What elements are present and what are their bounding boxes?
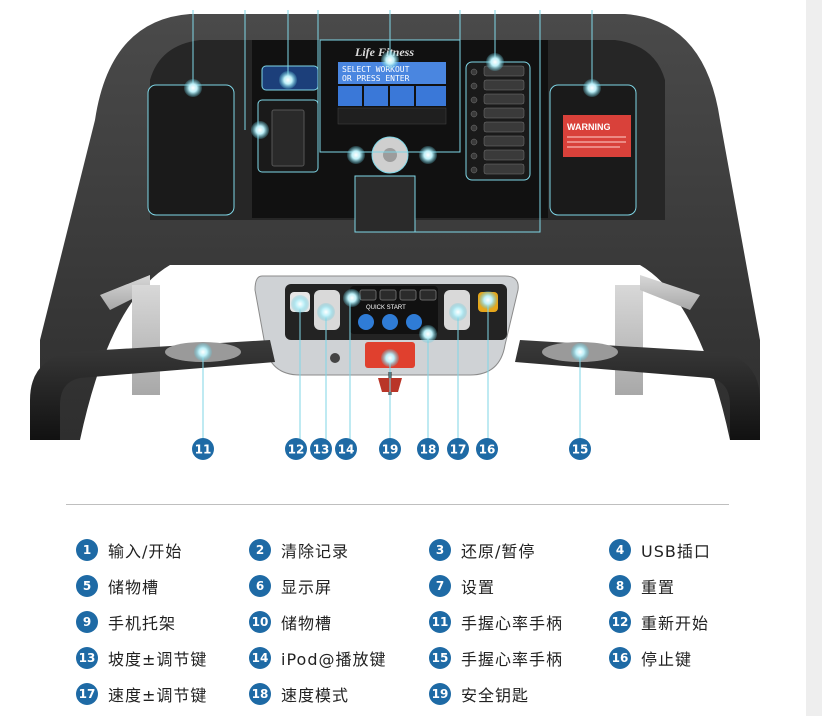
page-edge-strip [806,0,822,716]
legend-number-badge: 9 [76,611,98,633]
legend-number-badge: 10 [249,611,271,633]
callout-badge-11: 11 [192,438,214,460]
callout-badge-16: 16 [476,438,498,460]
handlebar-right [515,340,760,440]
legend-number-badge: 8 [609,575,631,597]
legend-item-17: 17 速度±调节键 [76,680,249,708]
legend-number-badge: 6 [249,575,271,597]
legend-label: 储物槽 [281,614,333,633]
svg-text:14: 14 [338,443,355,457]
bottom-callout-badges: 11 12 13 14 19 18 17 16 15 [192,438,591,460]
callout-glow-dots [184,51,601,367]
lcd-line-2: OR PRESS ENTER [342,74,410,83]
quick-start-label: QUICK START [366,305,406,311]
legend-label: 停止键 [641,650,693,669]
legend-label: iPod@播放键 [281,650,387,669]
callout-badge-18: 18 [417,438,439,460]
legend-item-1: 1 输入/开始 [76,536,249,564]
svg-text:11: 11 [195,443,212,457]
legend-number-badge: 11 [429,611,451,633]
legend-number-badge: 4 [609,539,631,561]
svg-text:19: 19 [382,443,399,457]
legend-label: 设置 [461,578,496,597]
legend-item-4: 4 USB插口 [609,536,749,564]
legend-label: USB插口 [641,542,711,561]
callout-badge-12: 12 [285,438,307,460]
legend-label: 输入/开始 [108,542,183,561]
legend-label: 手握心率手柄 [461,614,564,633]
legend-item-10: 10 储物槽 [249,608,429,636]
legend-item-6: 6 显示屏 [249,572,429,600]
lcd-line-1: SELECT WORKOUT [342,65,410,74]
legend-item-2: 2 清除记录 [249,536,429,564]
storage-slot-left [147,84,235,216]
legend-item-18: 18 速度模式 [249,680,429,708]
legend-item-16: 16 停止键 [609,644,749,672]
legend-number-badge: 19 [429,683,451,705]
svg-text:18: 18 [420,443,437,457]
svg-text:17: 17 [450,443,467,457]
legend-item-14: 14 iPod@播放键 [249,644,429,672]
legend-label: 速度±调节键 [108,686,208,705]
svg-text:16: 16 [479,443,496,457]
legend-item-13: 13 坡度±调节键 [76,644,249,672]
legend-number-badge: 14 [249,647,271,669]
legend-label: 安全钥匙 [461,686,530,705]
legend-label: 显示屏 [281,578,333,597]
handlebar-left [30,340,275,440]
legend-number-badge: 7 [429,575,451,597]
legend-label: 重置 [641,578,676,597]
legend-label: 重新开始 [641,614,710,633]
svg-text:13: 13 [313,443,330,457]
legend-number-badge: 18 [249,683,271,705]
section-divider [66,504,729,505]
legend-label: 手机托架 [108,614,177,633]
legend-number-badge: 3 [429,539,451,561]
legend-number-badge: 15 [429,647,451,669]
warning-label: WARNING [567,122,611,132]
lcd-screen [338,62,446,84]
legend-label: 手握心率手柄 [461,650,564,669]
storage-slot-center [354,175,416,233]
legend-number-badge: 13 [76,647,98,669]
legend-label: 储物槽 [108,578,160,597]
program-buttons [470,65,525,175]
legend-item-11: 11 手握心率手柄 [429,608,609,636]
legend-item-19: 19 安全钥匙 [429,680,609,708]
callout-badge-13: 13 [310,438,332,460]
brand-logo: Life Fitness [354,45,414,59]
legend-item-15: 15 手握心率手柄 [429,644,609,672]
legend-item-12: 12 重新开始 [609,608,749,636]
program-panel [465,61,531,181]
legend-number-badge: 1 [76,539,98,561]
legend-number-badge: 17 [76,683,98,705]
legend-item-3: 3 还原/暂停 [429,536,609,564]
callout-badge-14: 14 [335,438,357,460]
legend-item-8: 8 重置 [609,572,749,600]
legend-label: 清除记录 [281,542,350,561]
legend-item-5: 5 储物槽 [76,572,249,600]
legend-number-badge: 12 [609,611,631,633]
warning-sticker [563,115,631,157]
legend-label: 速度模式 [281,686,350,705]
svg-text:12: 12 [288,443,305,457]
treadmill-console-illustration: WARNING Life Fitness SELECT WORKOUT OR P… [30,10,760,460]
legend-number-badge: 16 [609,647,631,669]
legend-label: 坡度±调节键 [108,650,208,669]
svg-text:15: 15 [572,443,589,457]
callout-badge-15: 15 [569,438,591,460]
legend-number-badge: 5 [76,575,98,597]
legend-item-9: 9 手机托架 [76,608,249,636]
legend-number-badge: 2 [249,539,271,561]
callout-badge-19: 19 [379,438,401,460]
callout-badge-17: 17 [447,438,469,460]
legend-item-7: 7 设置 [429,572,609,600]
legend-grid: 1 输入/开始 2 清除记录 3 还原/暂停 4 USB插口 5 储物槽 6 显示屏 7 设置… [76,536,749,716]
legend-label: 还原/暂停 [461,542,536,561]
